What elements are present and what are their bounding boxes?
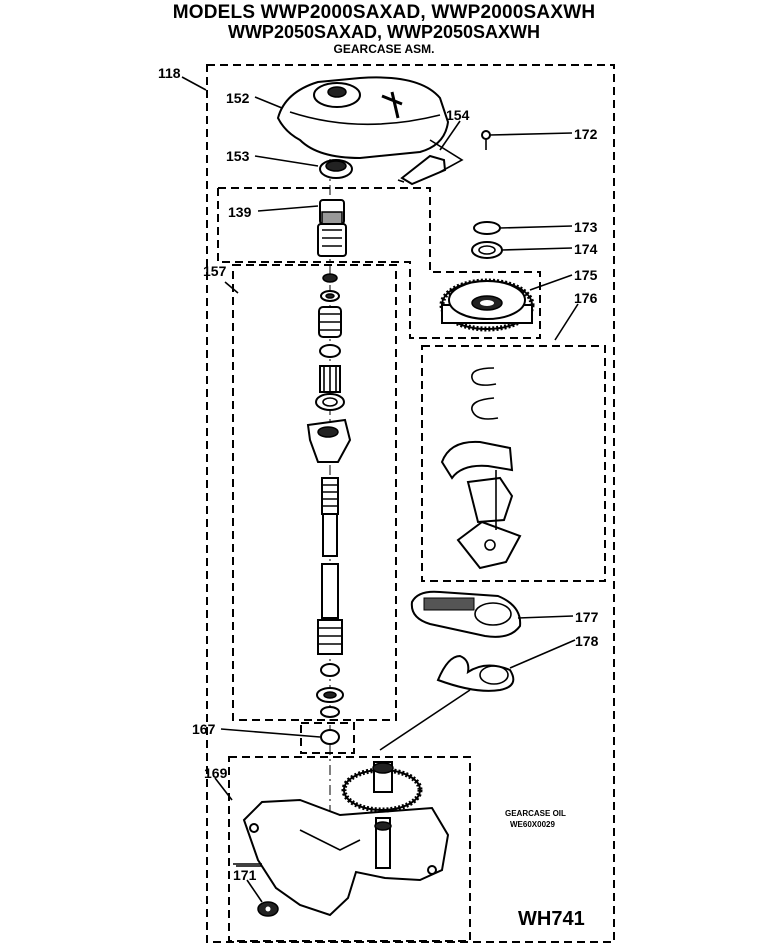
gearcase-oil-label: GEARCASE OIL [505, 809, 566, 818]
diagram-code: WH741 [518, 908, 585, 930]
models-line-2: WWP2050SAXAD, WWP2050SAXWH [227, 22, 541, 42]
screw [481, 130, 491, 150]
seal [319, 159, 353, 179]
callout-118: 118 [158, 65, 181, 81]
callout-157: 157 [203, 263, 227, 279]
gearcase-cover [276, 76, 450, 160]
retaining-ring [473, 221, 501, 235]
clutch-assembly [440, 367, 522, 570]
callout-169: 169 [204, 765, 228, 781]
callout-154: 154 [446, 107, 470, 123]
callout-175: 175 [574, 267, 598, 283]
subassembly-139-boundary [217, 187, 541, 339]
callout-178: 178 [575, 633, 599, 649]
pinion-gear [317, 199, 347, 257]
drive-gear [439, 278, 535, 332]
callout-172: 172 [574, 126, 598, 142]
subassembly-157-boundary [232, 264, 397, 721]
sealant-tube [397, 139, 464, 186]
agitator-shaft-stack [306, 273, 352, 718]
part-167-boundary [300, 722, 355, 754]
models-line-1: MODELS WWP2000SAXAD, WWP2000SAXWH [172, 2, 596, 23]
callout-167: 167 [192, 721, 216, 737]
shift-lever [410, 590, 522, 638]
callout-173: 173 [574, 219, 598, 235]
bushing [320, 729, 340, 745]
callout-174: 174 [574, 241, 598, 257]
thrust-washer [471, 241, 503, 259]
base-screw [257, 901, 279, 917]
callout-177: 177 [575, 609, 599, 625]
assembly-title: GEARCASE ASM. [333, 42, 435, 56]
callout-171: 171 [233, 867, 257, 883]
subassembly-169-boundary [228, 756, 471, 942]
gearcase-base [242, 761, 450, 917]
lever-spring [436, 654, 515, 692]
subassembly-176-boundary [421, 345, 606, 582]
callout-139: 139 [228, 204, 252, 220]
callout-152: 152 [226, 90, 250, 106]
gearcase-oil-part-number: WE60X0029 [510, 820, 555, 829]
callout-176: 176 [574, 290, 598, 306]
callout-153: 153 [226, 148, 250, 164]
